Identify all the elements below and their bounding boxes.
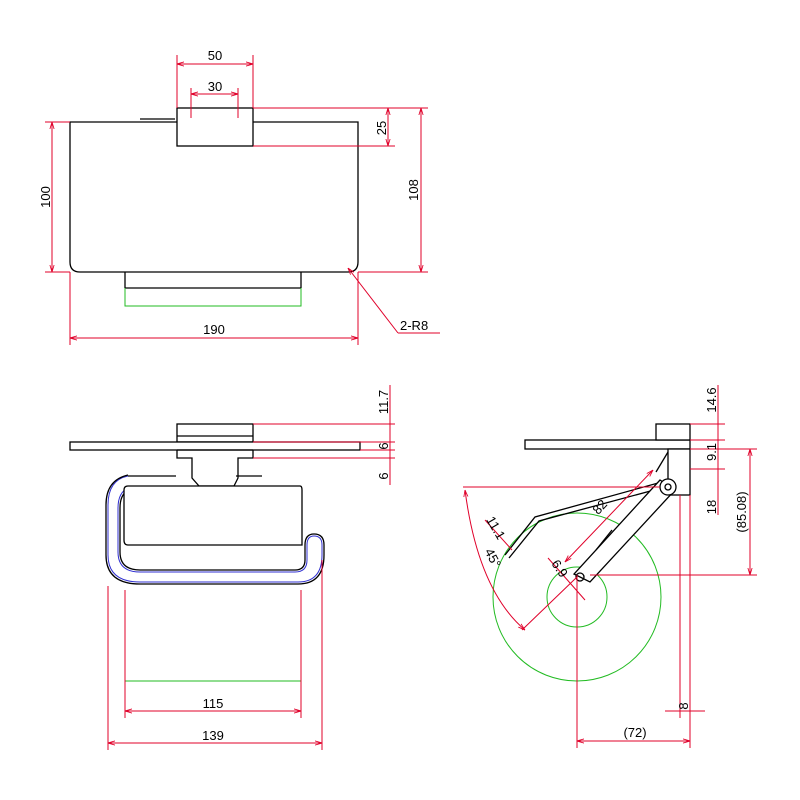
dim-label-overall-depth: (85.08): [734, 491, 749, 532]
dim-label-overall-width: 139: [202, 728, 224, 743]
front-view-wire-arm: [107, 475, 323, 583]
front-view-bracket: [176, 450, 254, 487]
dim-label-side-lower: 18: [704, 500, 719, 514]
dim-label-gap-2: 6: [376, 472, 391, 479]
dim-label-side-top: 14.6: [704, 387, 719, 412]
dim-label-angle: 45°: [482, 546, 504, 570]
dim-line-6-9: [547, 557, 586, 601]
dim-label-side-mid: 9.1: [704, 443, 719, 461]
side-view-roll-pin: [575, 572, 585, 582]
side-view-bracket-edge: [655, 451, 669, 473]
dim-line-82: [565, 470, 653, 562]
front-view-plate: [69, 441, 361, 451]
dim-label-wall-offset: 8: [676, 702, 691, 709]
side-view-plate: [524, 439, 691, 450]
top-view: 50 30 25 108 100 190 2-R8: [38, 48, 440, 345]
side-view-pivot-pin: [664, 483, 672, 491]
dim-label-pin: 6.9: [548, 557, 571, 580]
side-view-arm: [572, 479, 676, 583]
dim-leader-radius: [348, 268, 399, 334]
dim-label-width: 190: [203, 322, 225, 337]
front-view-arm-outline: [105, 474, 325, 585]
dim-label-overall-height: 108: [406, 179, 421, 201]
top-view-mount-block: [176, 107, 254, 147]
dim-label-height: 100: [38, 186, 53, 208]
dim-label-plate-thickness: 11.7: [376, 390, 391, 414]
dim-extension-line: [521, 576, 578, 631]
dim-line-11-1: [484, 519, 513, 551]
dim-label-tip: 11.1: [483, 513, 508, 542]
side-view: 14.6 9.1 18 (85.08) (72) 8 82 6.9 45° 11…: [463, 385, 757, 748]
dim-label-mount-height: 25: [374, 121, 389, 135]
dim-label-gap-1: 6: [376, 442, 391, 449]
top-view-paper-roll: [124, 288, 302, 307]
dim-label-mount-width: 50: [208, 48, 222, 63]
front-view-cover: [123, 485, 303, 546]
dim-label-mount-inner-width: 30: [208, 79, 222, 94]
front-view-mount-block: [176, 423, 254, 443]
side-view-pivot: [659, 478, 677, 496]
side-view-mount-top: [655, 423, 691, 441]
front-view: 11.7 6 6 115 139: [69, 385, 395, 750]
dim-arc-45: [465, 490, 525, 630]
dim-label-roll-width: 115: [203, 696, 224, 711]
dim-label-roll-offset: (72): [623, 725, 646, 740]
dim-label-radius: 2-R8: [400, 318, 428, 333]
